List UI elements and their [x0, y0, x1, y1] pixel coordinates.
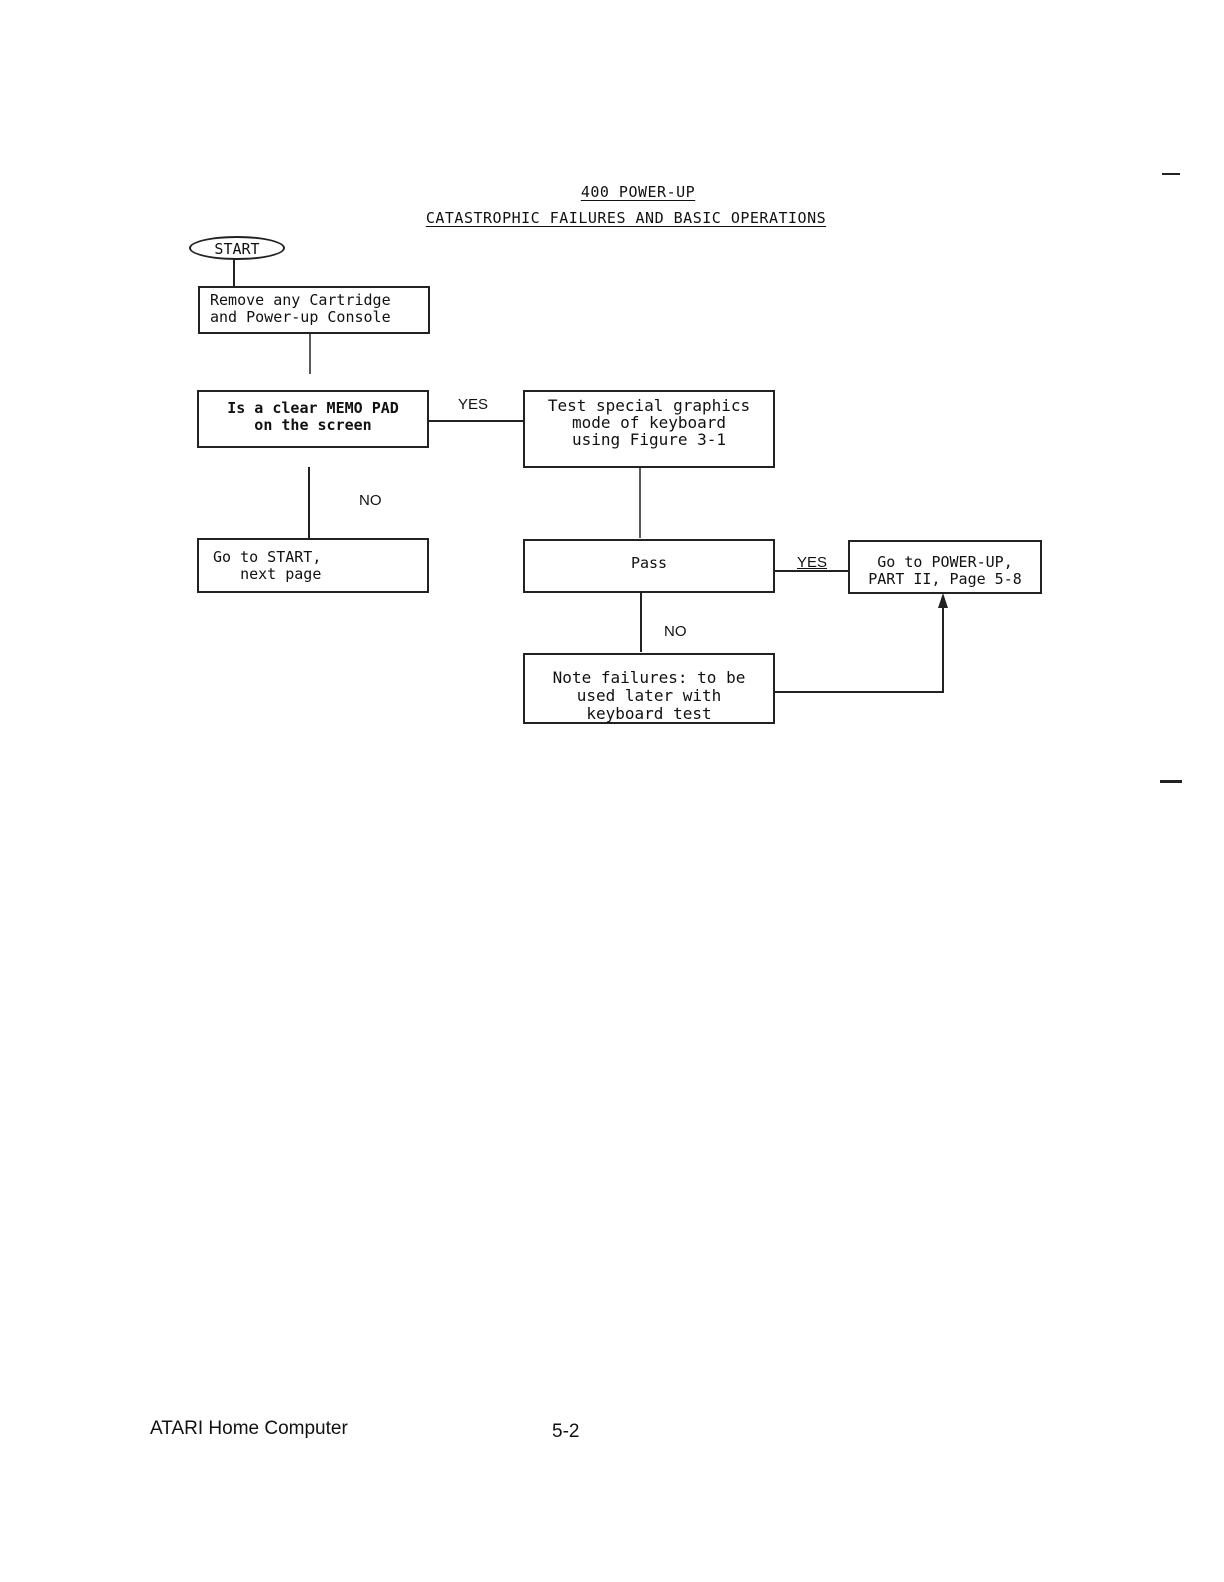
page-subtitle: CATASTROPHIC FAILURES AND BASIC OPERATIO… — [425, 209, 827, 227]
scan-mark-bottom — [1160, 780, 1182, 783]
pass-box: Pass — [523, 539, 775, 593]
scan-mark-top — [1162, 173, 1180, 175]
footer-product: ATARI Home Computer — [150, 1418, 348, 1439]
remove-cartridge-box: Remove any Cartridge and Power-up Consol… — [198, 286, 430, 334]
yes-label-memo: YES — [458, 396, 489, 413]
test-graphics-box: Test special graphics mode of keyboard u… — [523, 390, 775, 468]
start-terminal: START — [189, 236, 285, 260]
no-label-memo: NO — [359, 492, 382, 509]
memo-pad-question-box: Is a clear MEMO PAD on the screen — [197, 390, 429, 448]
page-title: 400 POWER-UP — [580, 183, 696, 201]
yes-label-pass: YES — [797, 554, 828, 571]
note-failures-box: Note failures: to be used later with key… — [523, 653, 775, 724]
goto-start-box: Go to START, next page — [197, 538, 429, 593]
goto-powerup-box: Go to POWER-UP, PART II, Page 5-8 — [848, 540, 1042, 594]
arrowhead-up — [938, 593, 948, 608]
connector-note-return — [774, 606, 944, 693]
no-label-pass: NO — [664, 623, 687, 640]
footer-page-number: 5-2 — [552, 1421, 580, 1442]
